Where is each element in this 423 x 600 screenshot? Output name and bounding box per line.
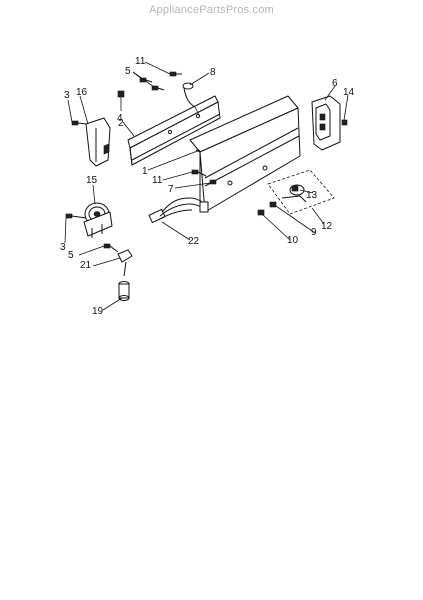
callout-14: 14: [343, 87, 355, 98]
control-panel-part: [189, 95, 301, 213]
callout-13: 13: [306, 190, 318, 201]
clip-4: [117, 90, 125, 98]
side-bracket-16-part: [85, 117, 111, 167]
callout-3-bottom: 3: [60, 242, 66, 253]
callout-10: 10: [287, 235, 299, 246]
clip-21-part: [117, 249, 133, 277]
end-bracket-6-part: [311, 95, 341, 151]
callout-21: 21: [80, 260, 92, 271]
screw-11-top: [169, 71, 182, 77]
mounting-bracket-part: [127, 95, 221, 166]
callout-6: 6: [332, 78, 338, 89]
callout-4: 4: [117, 113, 123, 124]
screw-5-a: [139, 77, 153, 83]
callout-12: 12: [321, 221, 333, 232]
callout-2: 2: [118, 118, 124, 129]
screw-3-bottom: [65, 213, 87, 219]
timer-motor-15-part: [83, 202, 113, 238]
callout-8: 8: [210, 67, 216, 78]
screw-5-b: [151, 85, 165, 91]
screw-7: [209, 179, 217, 185]
callout-7: 7: [168, 184, 174, 195]
wire-8: [182, 82, 196, 108]
callouts: 11 8 5 3 16 4 2 6 14 1 11 7 13 12 9 10 1…: [60, 56, 355, 317]
switch-assembly-13-part: [267, 169, 335, 215]
screw-3-top: [71, 120, 87, 126]
screw-9: [269, 201, 277, 208]
screw-14: [341, 119, 348, 126]
callout-1: 1: [142, 166, 148, 177]
wire-harness-22-part: [148, 197, 209, 224]
callout-11-top: 11: [135, 56, 146, 67]
leader-lines: [64, 61, 349, 311]
callout-22: 22: [188, 236, 200, 247]
callout-9: 9: [311, 227, 317, 238]
callout-15: 15: [86, 175, 98, 186]
watermark: AppliancePartsPros.com: [149, 4, 274, 16]
callout-5-top: 5: [125, 66, 131, 77]
screws: [65, 71, 348, 253]
callout-19: 19: [92, 306, 104, 317]
callout-16: 16: [76, 87, 88, 98]
callout-3-top: 3: [64, 90, 70, 101]
knob-19-part: [118, 281, 130, 301]
screw-5-bottom: [103, 243, 119, 253]
screw-10: [257, 209, 265, 216]
callout-11-mid: 11: [152, 175, 163, 186]
callout-5-bottom: 5: [68, 250, 74, 261]
